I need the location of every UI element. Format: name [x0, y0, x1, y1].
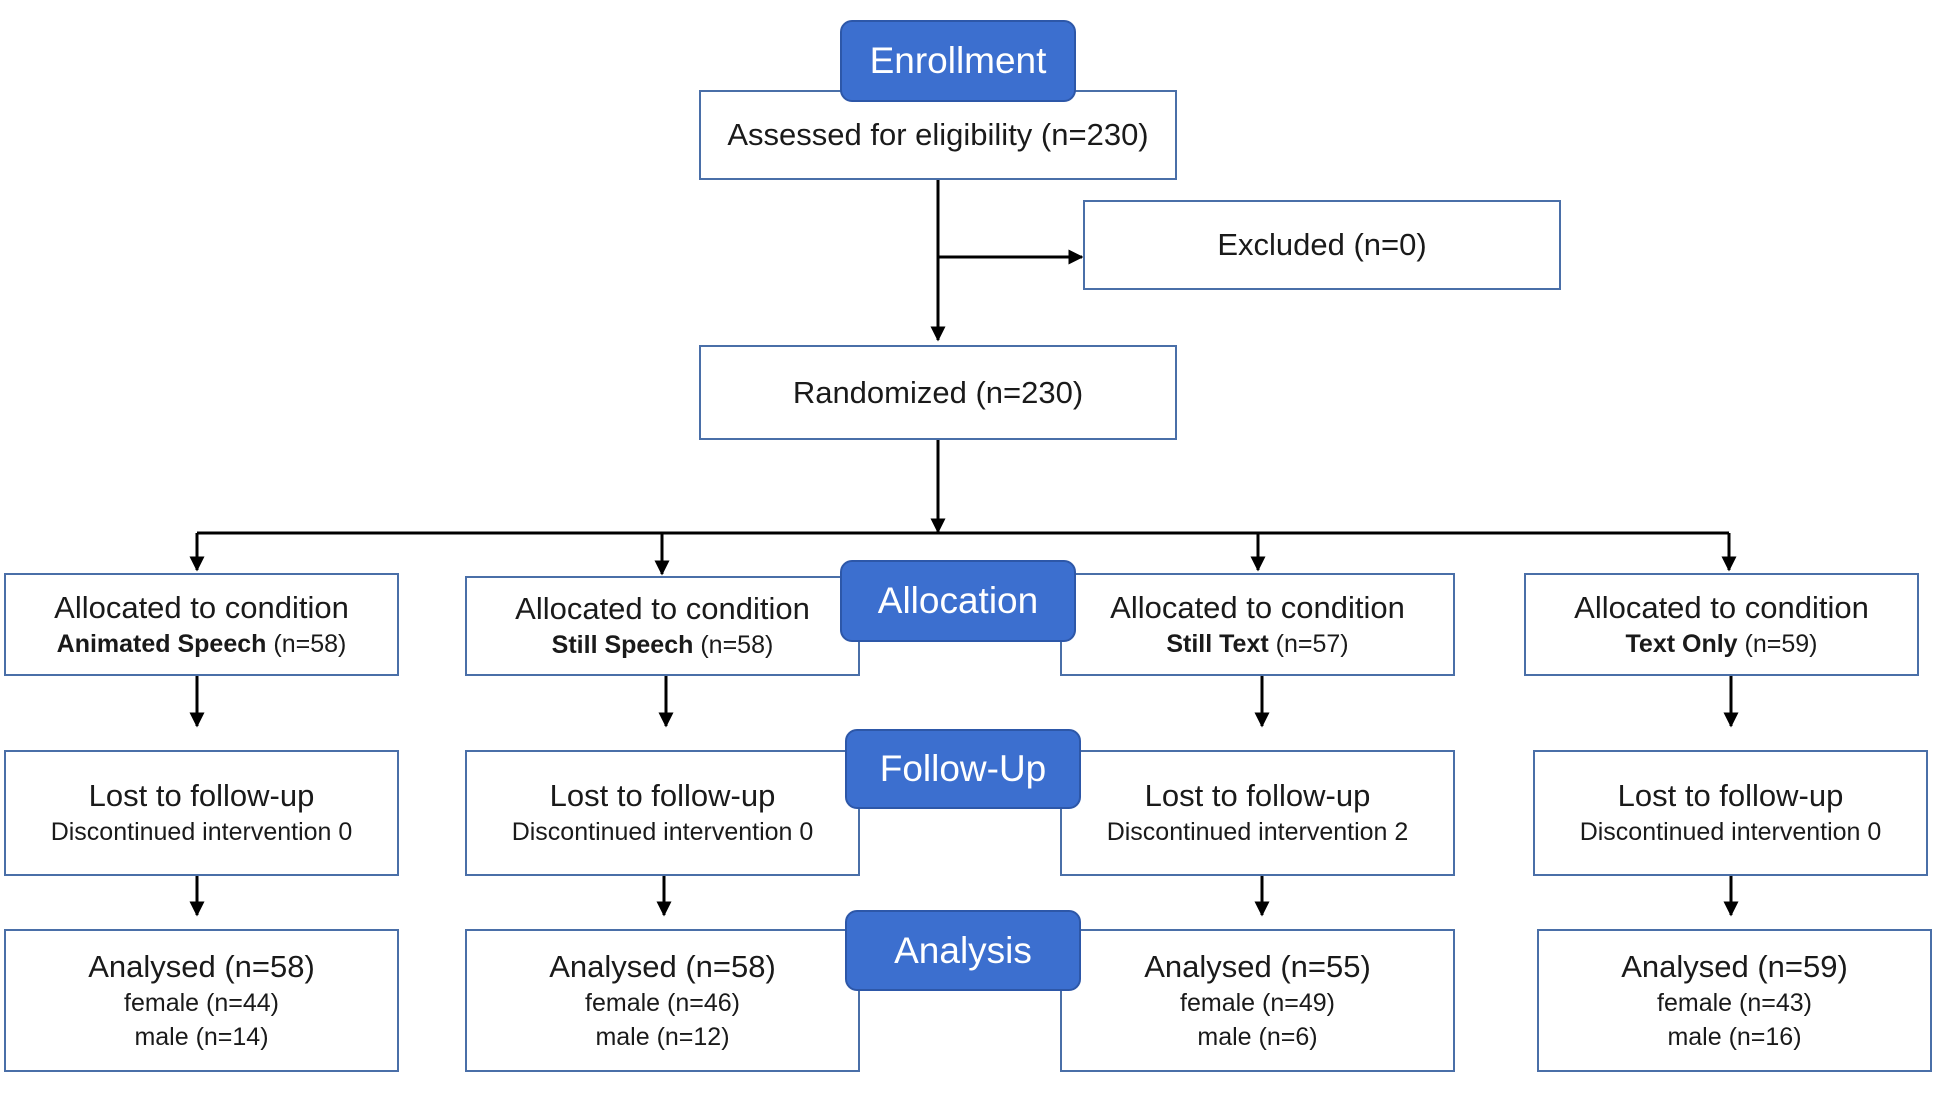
- allocated-box-1: Allocated to condition Animated Speech (…: [4, 573, 399, 676]
- assessed-label: Assessed for eligibility (n=230): [727, 117, 1149, 152]
- analysed-label: Analysed (n=55): [1144, 948, 1371, 984]
- condition-n: (n=58): [700, 631, 774, 659]
- female-count: female (n=43): [1657, 988, 1812, 1017]
- female-count: female (n=44): [124, 988, 279, 1017]
- discontinued-label: Discontinued intervention 0: [1579, 818, 1882, 846]
- allocated-label: Allocated to condition: [515, 591, 810, 626]
- condition-n: (n=58): [273, 629, 347, 658]
- lost-box-2: Lost to follow-up Discontinued intervent…: [465, 750, 860, 876]
- condition-name: Still Speech: [551, 631, 694, 659]
- discontinued-label: Discontinued intervention 0: [511, 818, 814, 846]
- male-count: male (n=12): [595, 1022, 730, 1051]
- condition-name: Text Only: [1625, 629, 1738, 658]
- stage-enrollment: Enrollment: [840, 20, 1076, 102]
- lost-box-1: Lost to follow-up Discontinued intervent…: [4, 750, 399, 876]
- analysed-box-3: Analysed (n=55) female (n=49) male (n=6): [1060, 929, 1455, 1072]
- allocated-condition: Animated Speech (n=58): [57, 627, 347, 661]
- allocated-label: Allocated to condition: [1110, 589, 1405, 625]
- allocated-condition: Still Speech (n=58): [552, 628, 774, 662]
- analysed-box-1: Analysed (n=58) female (n=44) male (n=14…: [4, 929, 399, 1072]
- assessed-box: Assessed for eligibility (n=230): [699, 90, 1177, 180]
- randomized-label: Randomized (n=230): [792, 374, 1084, 410]
- male-count: male (n=16): [1667, 1022, 1802, 1051]
- condition-n: (n=57): [1275, 629, 1349, 658]
- discontinued-label: Discontinued intervention 0: [50, 818, 353, 846]
- female-count: female (n=49): [1180, 988, 1335, 1017]
- allocated-label: Allocated to condition: [54, 589, 349, 625]
- condition-n: (n=59): [1744, 629, 1818, 658]
- male-count: male (n=6): [1197, 1022, 1318, 1051]
- lost-label: Lost to follow-up: [1144, 778, 1371, 813]
- stage-allocation: Allocation: [840, 560, 1076, 642]
- stage-analysis: Analysis: [845, 910, 1081, 991]
- analysed-box-4: Analysed (n=59) female (n=43) male (n=16…: [1537, 929, 1932, 1072]
- allocated-label: Allocated to condition: [1574, 589, 1869, 625]
- discontinued-label: Discontinued intervention 2: [1106, 818, 1409, 846]
- lost-box-4: Lost to follow-up Discontinued intervent…: [1533, 750, 1928, 876]
- excluded-box: Excluded (n=0): [1083, 200, 1561, 290]
- lost-label: Lost to follow-up: [88, 778, 315, 813]
- allocated-box-2: Allocated to condition Still Speech (n=5…: [465, 576, 860, 676]
- analysed-label: Analysed (n=58): [549, 948, 776, 984]
- stage-followup: Follow-Up: [845, 729, 1081, 809]
- lost-label: Lost to follow-up: [549, 778, 776, 813]
- allocated-condition: Text Only (n=59): [1626, 627, 1818, 661]
- condition-name: Animated Speech: [56, 629, 267, 658]
- excluded-label: Excluded (n=0): [1217, 227, 1427, 262]
- lost-box-3: Lost to follow-up Discontinued intervent…: [1060, 750, 1455, 876]
- analysed-box-2: Analysed (n=58) female (n=46) male (n=12…: [465, 929, 860, 1072]
- lost-label: Lost to follow-up: [1617, 778, 1844, 813]
- analysed-label: Analysed (n=59): [1621, 948, 1848, 984]
- allocated-box-4: Allocated to condition Text Only (n=59): [1524, 573, 1919, 676]
- condition-name: Still Text: [1166, 629, 1269, 658]
- allocated-condition: Still Text (n=57): [1166, 627, 1348, 661]
- female-count: female (n=46): [585, 988, 740, 1017]
- analysed-label: Analysed (n=58): [88, 948, 315, 984]
- allocated-box-3: Allocated to condition Still Text (n=57): [1060, 573, 1455, 676]
- male-count: male (n=14): [134, 1022, 269, 1051]
- randomized-box: Randomized (n=230): [699, 345, 1177, 440]
